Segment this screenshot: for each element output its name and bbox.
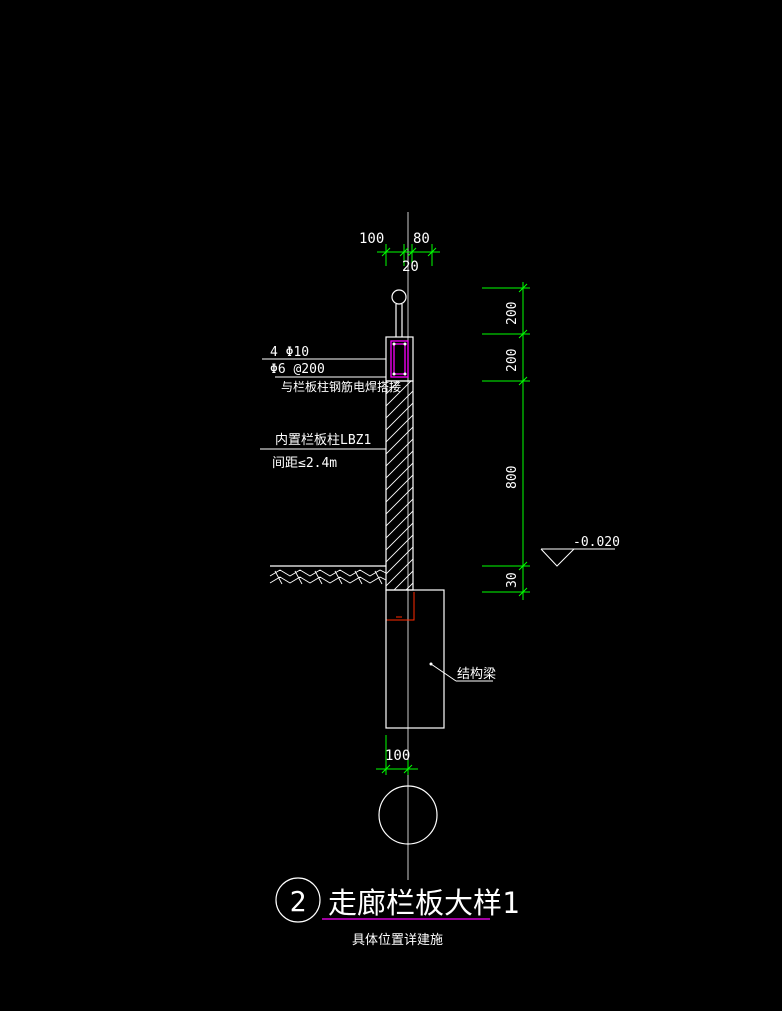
top-dim-right-label: 80 [413,231,430,247]
structural-beam [385,589,445,729]
rebar-main-label: 4 Φ10 [270,345,309,360]
column-spacing-label: 间距≤2.4m [272,456,337,471]
right-dim-4-label: 30 [505,572,520,588]
detail-number: 2 [290,885,307,918]
beam-leader-dot [429,662,433,666]
top-dim-center-label: 20 [402,259,419,275]
top-dim-left-label: 100 [359,231,384,247]
detail-number-circle [275,877,321,923]
detail-note: 具体位置详建施 [352,933,443,948]
coping-rebar [390,340,409,378]
column-name-label: 内置栏板柱LBZ1 [275,432,371,448]
rebar-stirrup-label: Φ6 @200 [270,362,325,377]
parapet-wall [385,380,414,591]
bottom-dim-label: 100 [385,748,410,764]
column-anchor [385,592,415,621]
top-dimension [377,244,440,266]
axis-bubble [378,785,438,845]
detail-title: 走廊栏板大样1 [328,886,519,920]
bottom-dimension [376,735,418,775]
weld-note-label: 与栏板柱钢筋电焊搭接 [281,379,401,394]
right-dim-1-label: 200 [505,302,520,325]
right-dim-2-label: 200 [505,349,520,372]
beam-leader [430,663,457,682]
ground-hatch [269,569,387,585]
right-dimension-chain [482,282,530,600]
right-dim-3-label: 800 [505,466,520,489]
beam-label: 结构梁 [457,667,496,682]
rebar-dots [392,342,407,376]
elevation-label: -0.020 [573,535,620,550]
handrail [391,289,407,337]
elevation-marker [540,548,615,567]
